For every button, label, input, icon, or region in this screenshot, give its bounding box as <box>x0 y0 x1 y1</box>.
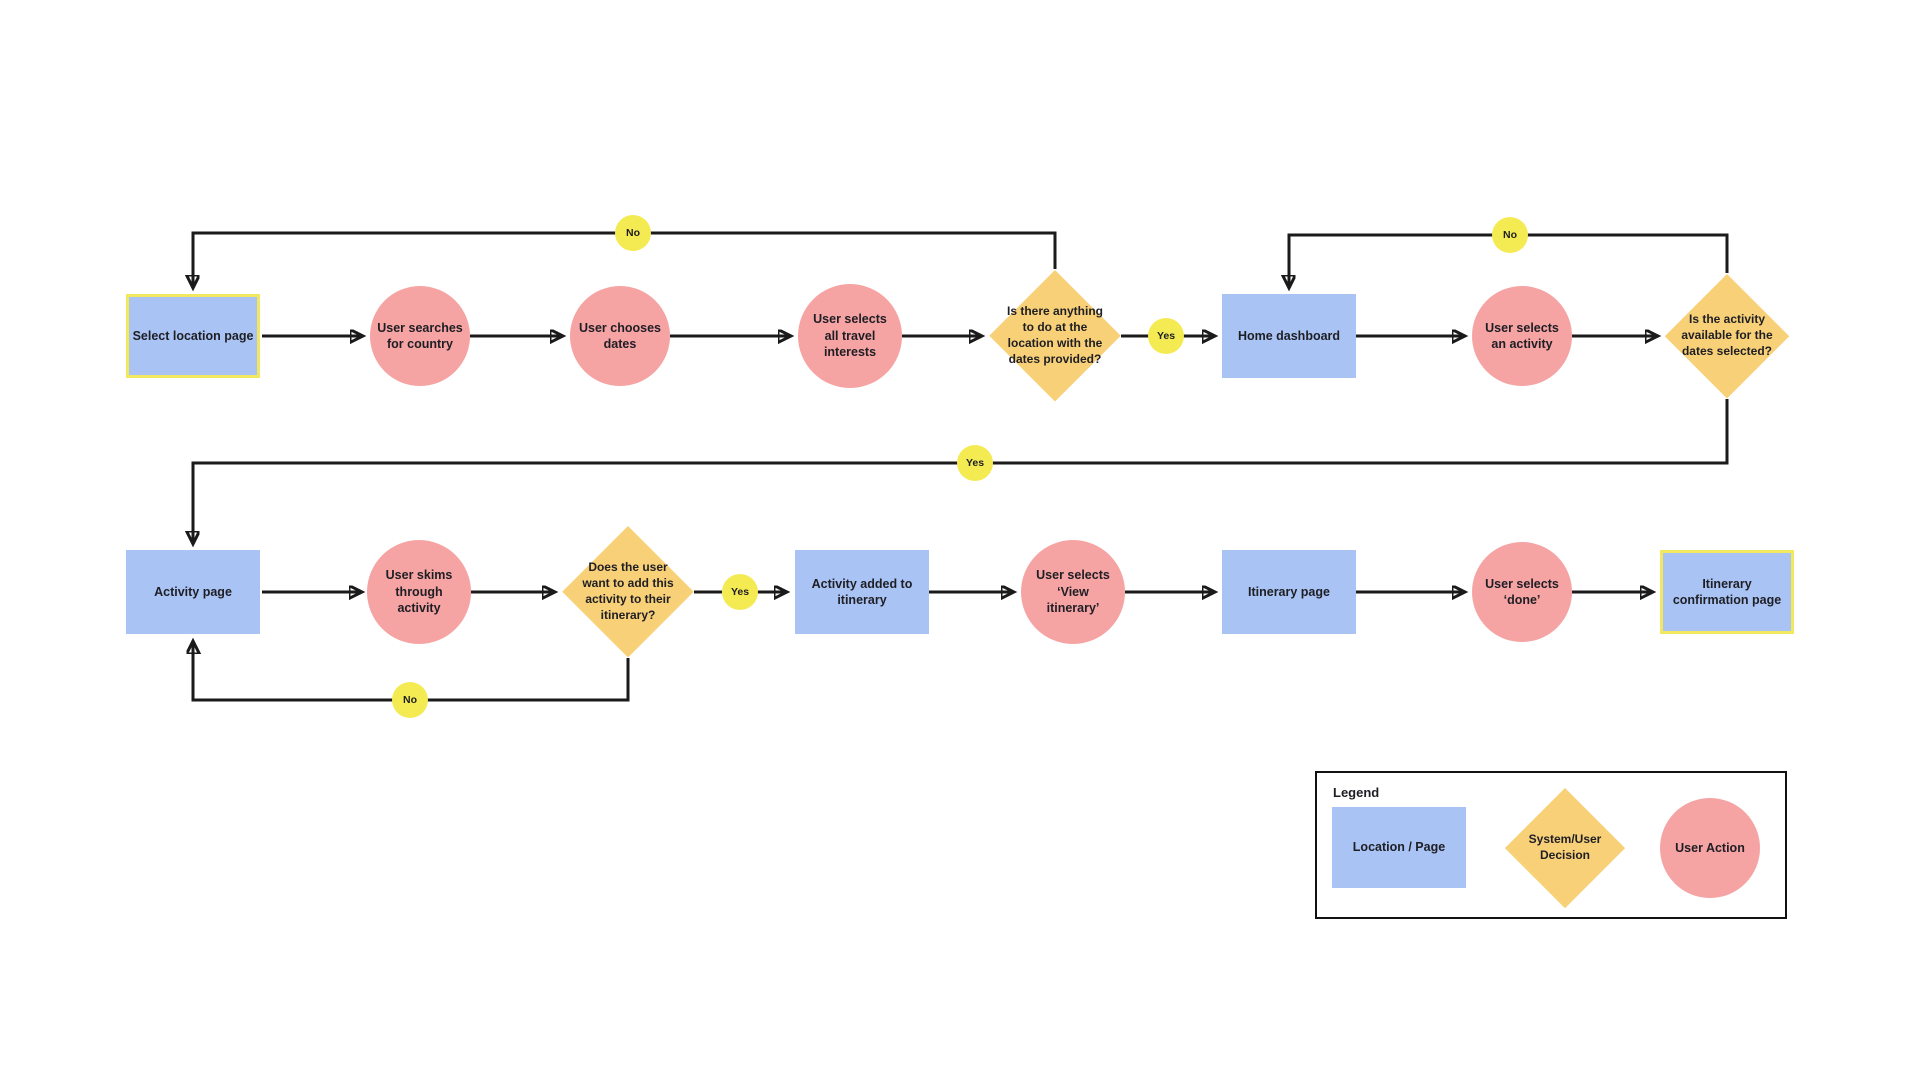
node-label: Is there anything to do at the location … <box>1006 304 1104 366</box>
node-label: User chooses dates <box>579 320 661 352</box>
legend-label: User Action <box>1675 840 1745 855</box>
node-select-location-page: Select location page <box>126 294 260 378</box>
node-user-selects-done: User selects ‘done’ <box>1472 542 1572 642</box>
badge-no-anything-decision: No <box>615 215 651 251</box>
badge-label: No <box>1503 229 1517 241</box>
node-user-chooses-dates: User chooses dates <box>570 286 670 386</box>
node-label: Select location page <box>132 328 254 343</box>
node-label: User selects ‘done’ <box>1485 576 1559 608</box>
node-label: Itinerary page <box>1248 584 1330 599</box>
node-label: Is the activity available for the dates … <box>1681 312 1773 358</box>
badge-label: No <box>626 227 640 239</box>
node-label: Does the user want to add this activity … <box>582 560 674 622</box>
badge-no-available-decision: No <box>1492 217 1528 253</box>
legend-location-page-sample: Location / Page <box>1332 807 1466 888</box>
badge-label: Yes <box>965 457 985 469</box>
node-activity-added: Activity added to itinerary <box>795 550 929 634</box>
badge-label: Yes <box>1156 330 1176 342</box>
legend-label: Location / Page <box>1352 840 1446 855</box>
node-label: Activity added to itinerary <box>811 576 913 608</box>
node-label: Activity page <box>154 584 232 599</box>
badge-no-add-decision: No <box>392 682 428 718</box>
node-label: Itinerary confirmation page <box>1672 576 1782 608</box>
node-activity-available-decision: Is the activity available for the dates … <box>1665 274 1789 398</box>
node-label: User selects an activity <box>1485 320 1559 352</box>
node-user-searches-country: User searches for country <box>370 286 470 386</box>
badge-yes-add-decision: Yes <box>722 574 758 610</box>
legend-label: System/User Decision <box>1528 832 1602 862</box>
legend-title: Legend <box>1333 785 1380 800</box>
node-activity-page: Activity page <box>126 550 260 634</box>
badge-label: Yes <box>730 586 750 598</box>
node-user-selects-interests: User selects all travel interests <box>798 284 902 388</box>
node-user-skims-activity: User skims through activity <box>367 540 471 644</box>
node-user-selects-activity: User selects an activity <box>1472 286 1572 386</box>
node-user-selects-view-itinerary: User selects ‘View itinerary’ <box>1021 540 1125 644</box>
node-label: User selects ‘View itinerary’ <box>1036 568 1110 616</box>
badge-yes-anything-decision: Yes <box>1148 318 1184 354</box>
node-anything-to-do-decision: Is there anything to do at the location … <box>989 270 1121 402</box>
legend-box: Legend Location / Page System/User Decis… <box>1315 771 1787 919</box>
legend-user-action-sample: User Action <box>1660 798 1760 898</box>
node-label: Home dashboard <box>1237 328 1341 343</box>
legend-decision-sample: System/User Decision <box>1505 788 1625 908</box>
badge-label: No <box>403 694 417 706</box>
node-itinerary-page: Itinerary page <box>1222 550 1356 634</box>
node-home-dashboard: Home dashboard <box>1222 294 1356 378</box>
node-label: User skims through activity <box>385 568 453 616</box>
node-label: User searches for country <box>377 320 463 352</box>
node-add-activity-decision: Does the user want to add this activity … <box>562 526 694 658</box>
node-label: User selects all travel interests <box>813 312 887 360</box>
node-itinerary-confirmation-page: Itinerary confirmation page <box>1660 550 1794 634</box>
badge-yes-available-decision: Yes <box>957 445 993 481</box>
